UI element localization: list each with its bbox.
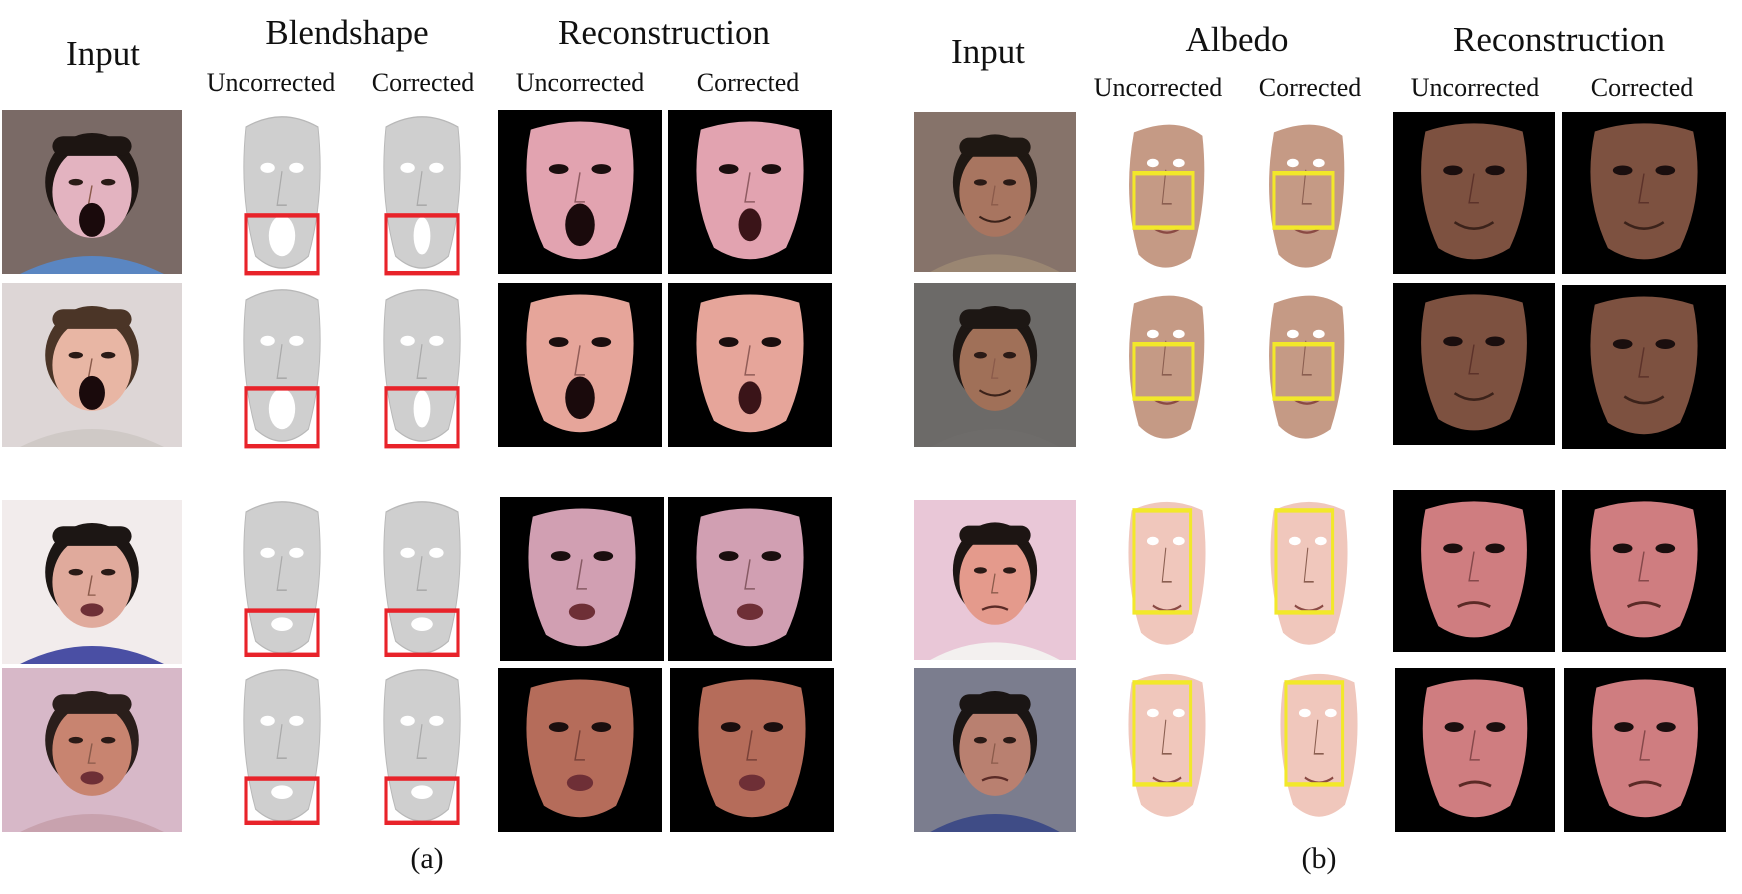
panel-b-reconstruction-corrected-label: Corrected	[1590, 73, 1694, 102]
panel-b-reconstruction-uncorrected-4	[1395, 668, 1555, 832]
panel-b-reconstruction-corrected-1	[1562, 112, 1726, 274]
panel-a-reconstruction-uncorrected-1	[498, 110, 662, 274]
panel-b-input-header: Input	[951, 32, 1025, 71]
panel-a-blendshape-corrected-3	[362, 495, 482, 665]
panel-b-input-photo-2	[914, 283, 1076, 447]
panel-a-blendshape-uncorrected-1	[222, 110, 342, 280]
panel-a-input-photo-1	[2, 110, 182, 274]
panel-a-blendshape-header: Blendshape	[265, 13, 429, 52]
panel-a-reconstruction-uncorrected-2	[498, 283, 662, 447]
panel-b-albedo-uncorrected-4	[1108, 662, 1226, 832]
panel-b-reconstruction-uncorrected-2	[1393, 283, 1555, 445]
panel-a-reconstruction-corrected-1	[668, 110, 832, 274]
panel-b-albedo-corrected-3	[1250, 490, 1368, 660]
panel-b-reconstruction-corrected-3	[1562, 490, 1726, 652]
panel-b-input-photo-1	[914, 112, 1076, 272]
panel-a-blendshape-corrected-label: Corrected	[371, 68, 475, 97]
panel-b-reconstruction-corrected-2	[1562, 285, 1726, 449]
panel-a-caption: (a)	[410, 842, 444, 875]
panel-a-reconstruction-corrected-2	[668, 283, 832, 447]
panel-b-input-photo-4	[914, 668, 1076, 832]
panel-a-blendshape-corrected-2	[362, 283, 482, 453]
panel-b-albedo-corrected-label: Corrected	[1258, 73, 1362, 102]
panel-b-albedo-uncorrected-label: Uncorrected	[1093, 73, 1223, 102]
panel-a-blendshape-uncorrected-2	[222, 283, 342, 453]
panel-b-reconstruction-uncorrected-1	[1393, 112, 1555, 274]
panel-b-albedo-corrected-1	[1248, 112, 1366, 282]
panel-b-reconstruction-uncorrected-3	[1393, 490, 1555, 652]
panel-b-albedo-uncorrected-2	[1108, 283, 1226, 453]
panel-a-blendshape-corrected-1	[362, 110, 482, 280]
panel-a-reconstruction-uncorrected-3	[500, 497, 664, 661]
panel-b-caption: (b)	[1301, 842, 1337, 875]
panel-a-blendshape-uncorrected-label: Uncorrected	[206, 68, 336, 97]
panel-b-input-photo-3	[914, 500, 1076, 660]
panel-a-input-photo-4	[2, 668, 182, 832]
panel-a-blendshape-corrected-4	[362, 663, 482, 833]
panel-a-reconstruction-uncorrected-label: Uncorrected	[515, 68, 645, 97]
panel-a-reconstruction-corrected-label: Corrected	[696, 68, 800, 97]
panel-a-input-photo-2	[2, 283, 182, 447]
panel-a-reconstruction-header: Reconstruction	[558, 13, 770, 52]
panel-a-reconstruction-corrected-4	[670, 668, 834, 832]
panel-b-albedo-corrected-4	[1260, 662, 1378, 832]
panel-b-reconstruction-header: Reconstruction	[1453, 20, 1665, 59]
panel-b-reconstruction-corrected-4	[1564, 668, 1726, 832]
panel-a-blendshape-uncorrected-4	[222, 663, 342, 833]
panel-b-reconstruction-uncorrected-label: Uncorrected	[1410, 73, 1540, 102]
panel-b-albedo-header: Albedo	[1185, 20, 1289, 59]
panel-a-reconstruction-uncorrected-4	[498, 668, 662, 832]
panel-b-albedo-uncorrected-3	[1108, 490, 1226, 660]
panel-b-albedo-corrected-2	[1248, 283, 1366, 453]
panel-a-input-header: Input	[66, 34, 140, 73]
panel-a-input-photo-3	[2, 500, 182, 664]
panel-a-reconstruction-corrected-3	[668, 497, 832, 661]
panel-b-albedo-uncorrected-1	[1108, 112, 1226, 282]
panel-a-blendshape-uncorrected-3	[222, 495, 342, 665]
